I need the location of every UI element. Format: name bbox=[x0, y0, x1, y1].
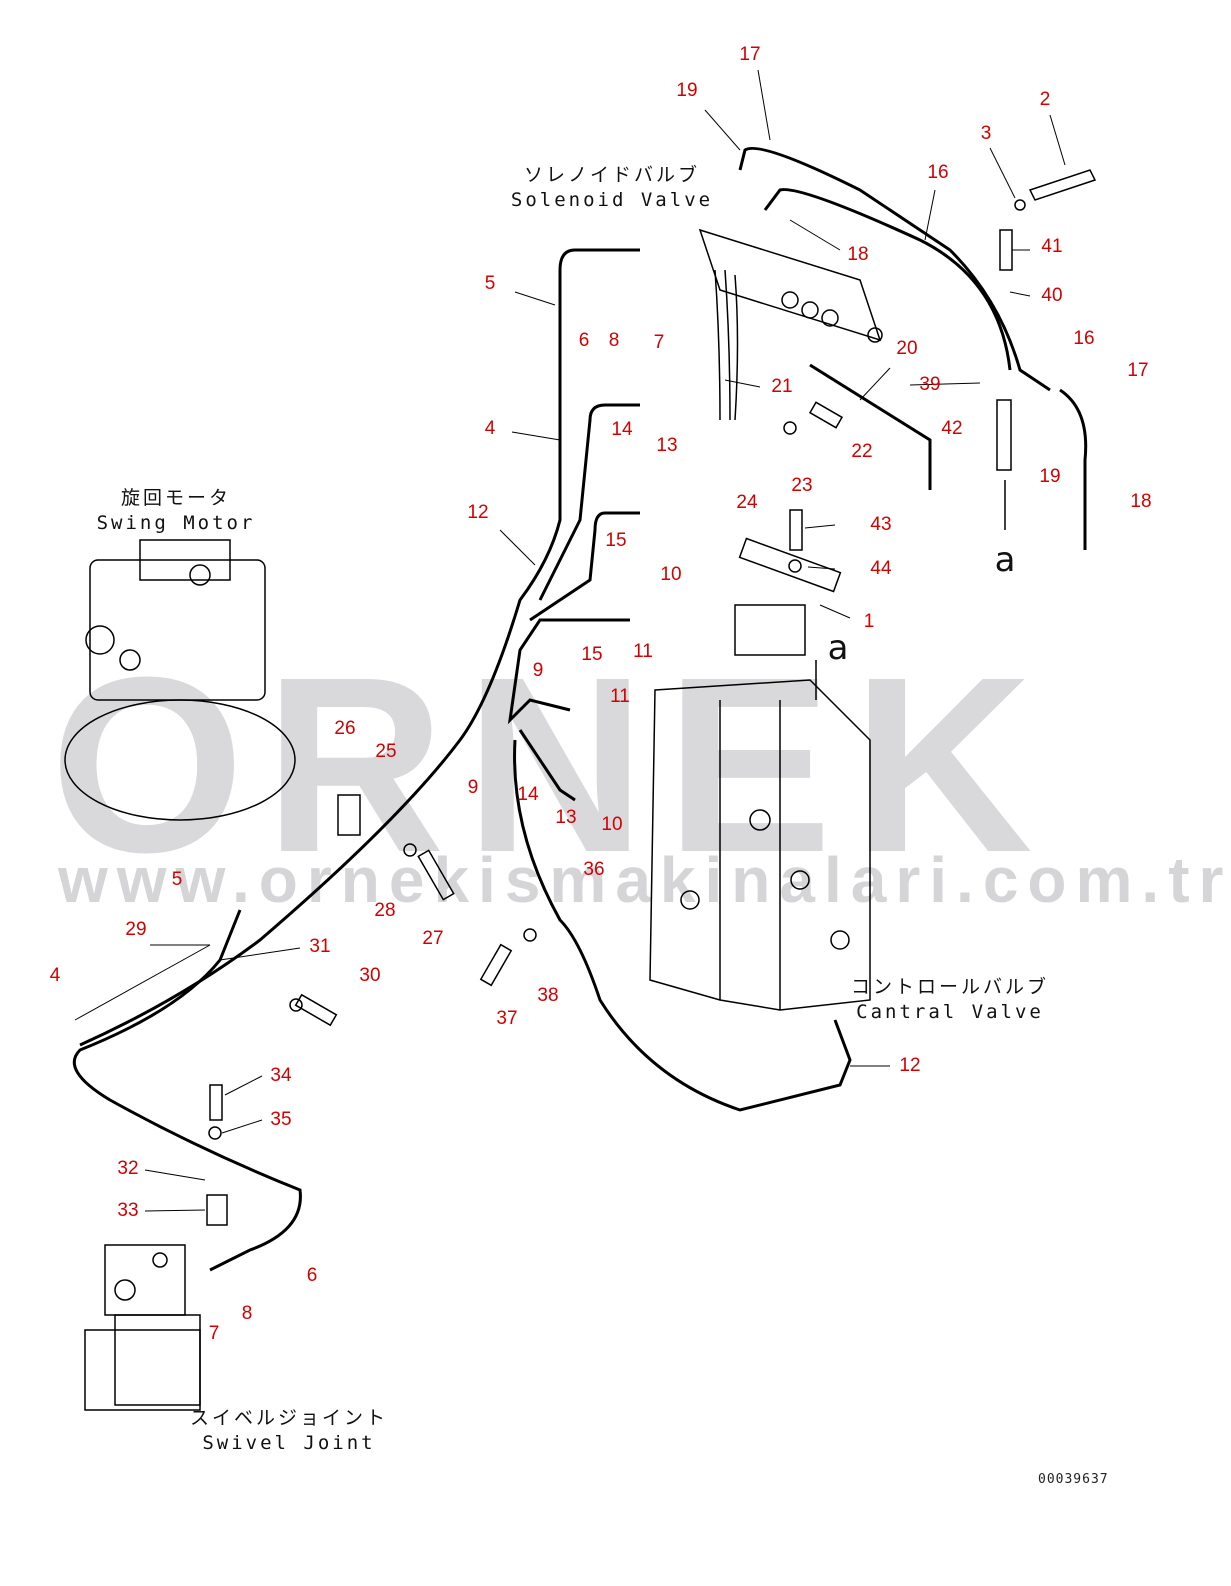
callout: 25 bbox=[375, 741, 397, 762]
swivel-joint-label: スイベルジョイント Swivel Joint bbox=[190, 1406, 388, 1456]
callout: 35 bbox=[270, 1109, 292, 1130]
callout: 21 bbox=[771, 376, 793, 397]
callout: 38 bbox=[537, 985, 559, 1006]
callout: 9 bbox=[532, 660, 544, 681]
callout: 4 bbox=[484, 418, 496, 439]
view-marker-a: a bbox=[994, 540, 1016, 580]
callout: 18 bbox=[1130, 491, 1152, 512]
callout: 17 bbox=[1127, 360, 1149, 381]
swivel-joint-drawing bbox=[84, 1244, 201, 1411]
view-marker-a: a bbox=[827, 628, 849, 668]
callout: 37 bbox=[496, 1008, 518, 1029]
swivel-joint-label-jp: スイベルジョイント bbox=[189, 1407, 389, 1429]
swivel-joint-label-en: Swivel Joint bbox=[202, 1432, 376, 1454]
callout: 10 bbox=[660, 564, 682, 585]
solenoid-valve-label-en: Solenoid Valve bbox=[510, 189, 714, 211]
hardware bbox=[206, 169, 1097, 1226]
callout: 31 bbox=[309, 936, 331, 957]
callout: 8 bbox=[241, 1303, 253, 1324]
callout: 6 bbox=[578, 330, 590, 351]
callout: 40 bbox=[1041, 285, 1063, 306]
callout: 20 bbox=[896, 338, 918, 359]
control-valve-label-jp: コントロールバルブ bbox=[850, 976, 1050, 998]
callout: 6 bbox=[306, 1265, 318, 1286]
callout: 42 bbox=[941, 418, 963, 439]
callout: 3 bbox=[980, 123, 992, 144]
callout: 5 bbox=[171, 869, 183, 890]
control-valve-drawing bbox=[649, 604, 871, 1011]
callout: 30 bbox=[359, 965, 381, 986]
callout: 28 bbox=[374, 900, 396, 921]
callout: 7 bbox=[208, 1323, 220, 1344]
callout: 36 bbox=[583, 859, 605, 880]
callout: 12 bbox=[467, 502, 489, 523]
callout: 18 bbox=[847, 244, 869, 265]
callout: 34 bbox=[270, 1065, 292, 1086]
callout: 5 bbox=[484, 273, 496, 294]
callout: 26 bbox=[334, 718, 356, 739]
swing-motor-label: 旋回モータ Swing Motor bbox=[97, 486, 256, 536]
callout: 12 bbox=[899, 1055, 921, 1076]
swing-motor-label-jp: 旋回モータ bbox=[120, 487, 231, 509]
callout: 17 bbox=[739, 44, 761, 65]
callout: 32 bbox=[117, 1158, 139, 1179]
callout: 29 bbox=[125, 919, 147, 940]
callout: 19 bbox=[1039, 466, 1061, 487]
callout: 9 bbox=[467, 777, 479, 798]
callout: 2 bbox=[1039, 89, 1051, 110]
callout: 41 bbox=[1041, 236, 1063, 257]
swing-motor-label-en: Swing Motor bbox=[96, 512, 256, 534]
callout: 43 bbox=[870, 514, 892, 535]
callout: 8 bbox=[608, 330, 620, 351]
callout: 14 bbox=[611, 419, 633, 440]
callout: 1 bbox=[863, 611, 875, 632]
callout: 16 bbox=[927, 162, 949, 183]
callout: 13 bbox=[555, 807, 577, 828]
callout: 13 bbox=[656, 435, 678, 456]
callout: 39 bbox=[919, 374, 941, 395]
callout: 15 bbox=[581, 644, 603, 665]
callout: 19 bbox=[676, 80, 698, 101]
callout: 11 bbox=[633, 641, 653, 662]
callout: 33 bbox=[117, 1200, 139, 1221]
hoses bbox=[72, 146, 1088, 1272]
solenoid-valve-label: ソレノイドバルブ Solenoid Valve bbox=[511, 163, 713, 213]
callout: 15 bbox=[605, 530, 627, 551]
callout: 14 bbox=[517, 784, 539, 805]
control-valve-label-en: Cantral Valve bbox=[856, 1001, 1044, 1023]
callout: 11 bbox=[610, 686, 630, 707]
leader-lines bbox=[74, 69, 1066, 1212]
callout: 27 bbox=[422, 928, 444, 949]
callout: 16 bbox=[1073, 328, 1095, 349]
watermark-url: www.ornekismakinalari.com.tr bbox=[58, 844, 1231, 916]
callout: 23 bbox=[791, 475, 813, 496]
solenoid-valve-drawing bbox=[698, 228, 883, 421]
swing-motor-drawing bbox=[64, 539, 296, 821]
solenoid-valve-label-jp: ソレノイドバルブ bbox=[523, 164, 700, 186]
callout: 44 bbox=[870, 558, 892, 579]
drawing-code: 00039637 bbox=[1038, 1472, 1109, 1487]
callout: 7 bbox=[653, 332, 665, 353]
callout: 10 bbox=[601, 814, 623, 835]
callout: 24 bbox=[736, 492, 758, 513]
control-valve-label: コントロールバルブ Cantral Valve bbox=[851, 975, 1049, 1025]
callout: 4 bbox=[49, 965, 61, 986]
callout: 22 bbox=[851, 441, 873, 462]
